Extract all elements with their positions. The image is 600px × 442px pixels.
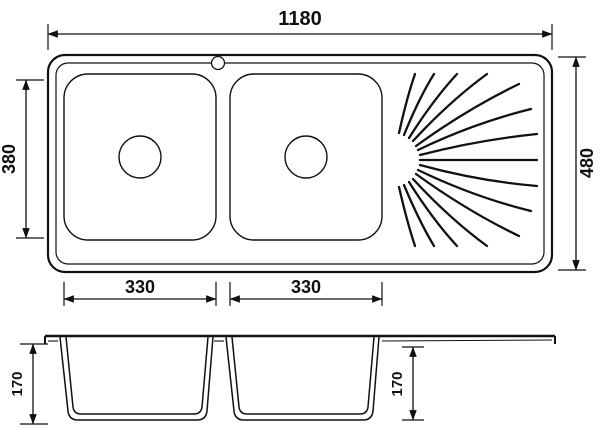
right-bowl-drain-hole bbox=[284, 135, 328, 179]
dim-overall-width: 1180 bbox=[47, 8, 553, 50]
dim-right-bowl-depth-label: 170 bbox=[389, 371, 406, 396]
left-bowl-outline bbox=[63, 73, 217, 241]
dim-overall-depth: 480 bbox=[558, 56, 597, 271]
right-bowl-outline bbox=[229, 73, 383, 241]
dim-left-bowl-depth: 170 bbox=[9, 343, 48, 425]
dim-left-bowl-depth-label: 170 bbox=[9, 371, 26, 396]
dim-left-bowl-width-label: 330 bbox=[125, 277, 155, 297]
drainboard-ribs bbox=[397, 72, 539, 248]
left-bowl-drain-hole bbox=[118, 135, 162, 179]
dim-left-bowl-width: 330 bbox=[63, 277, 217, 306]
dim-right-bowl-depth: 170 bbox=[389, 346, 424, 421]
side-view: 170 170 bbox=[9, 334, 556, 425]
left-bowl-profile bbox=[59, 336, 214, 421]
drainboard-underside bbox=[381, 339, 553, 342]
dim-overall-depth-label: 480 bbox=[577, 148, 597, 178]
dim-overall-width-label: 1180 bbox=[278, 8, 321, 30]
dim-bowl-depth-label: 380 bbox=[0, 144, 19, 174]
dim-bowl-depth: 380 bbox=[0, 79, 44, 239]
top-view: 1180 380 480 330 330 bbox=[0, 8, 597, 306]
tap-hole bbox=[210, 55, 226, 71]
dim-right-bowl-width-label: 330 bbox=[291, 277, 321, 297]
right-bowl-profile bbox=[225, 336, 380, 421]
sink-rim-outer-outline bbox=[46, 53, 554, 274]
sink-rim-inner-outline bbox=[55, 62, 545, 265]
dim-right-bowl-width: 330 bbox=[229, 277, 383, 306]
